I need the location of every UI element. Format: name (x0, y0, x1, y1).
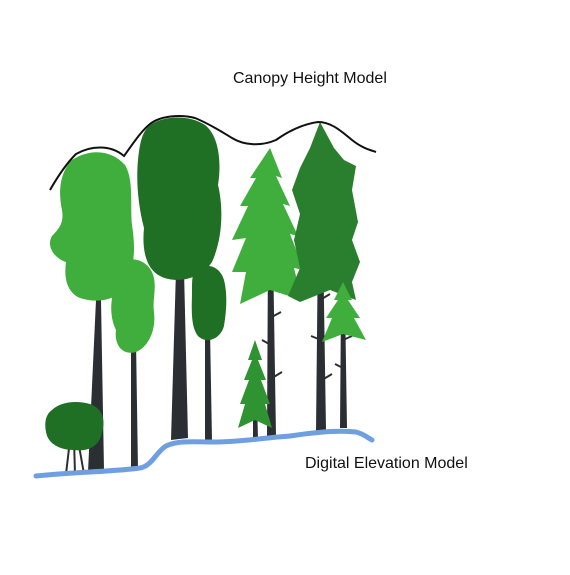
trunk-center-tall (171, 270, 188, 440)
trunk-conifer-mid (267, 250, 276, 437)
canopy-height-line (49, 115, 377, 191)
canopy-conifer-tall (288, 122, 360, 302)
trunk-center-thin (205, 330, 212, 440)
canopy-center-tall (137, 117, 222, 280)
ground-elevation-line (33, 428, 375, 479)
canopy-height-model-label: Canopy Height Model (233, 70, 387, 87)
canopy-shrub (45, 402, 104, 451)
canopy-conifer-mid (232, 148, 304, 304)
tree-canopies (45, 117, 366, 451)
canopy-conifer-small (238, 340, 272, 428)
trunk-left-second (131, 340, 138, 471)
digital-elevation-model-label: Digital Elevation Model (305, 455, 468, 472)
canopy-conifer-right (322, 282, 366, 342)
canopy-left-second (111, 259, 155, 353)
canopy-left-tall (49, 152, 134, 301)
canopy-center-lower (191, 265, 227, 341)
